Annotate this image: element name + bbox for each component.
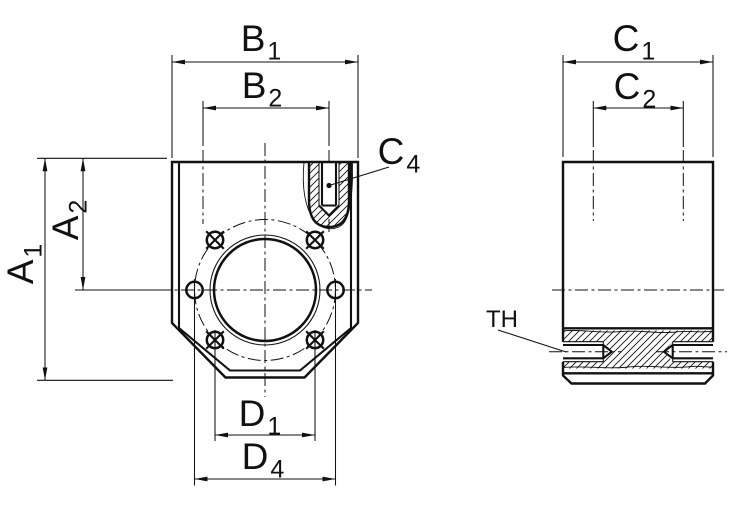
- dim-label-d4: D4: [242, 436, 285, 484]
- dimension-a1: A1: [0, 157, 173, 381]
- dim-label-d1: D1: [239, 393, 282, 441]
- dim-label-c1: C1: [613, 18, 656, 66]
- callout-th: TH: [486, 306, 567, 353]
- dim-label-b2: B2: [242, 65, 283, 113]
- dim-label-c4: C4: [378, 131, 421, 179]
- side-section: [562, 327, 714, 375]
- dimension-c2: C2: [592, 66, 684, 147]
- dimension-b2: B2: [202, 65, 330, 146]
- dim-label-c2: C2: [614, 66, 657, 114]
- c4-leader-line: [328, 166, 390, 187]
- callout-c4: C4: [326, 131, 421, 189]
- dim-label-a2: A2: [45, 200, 93, 241]
- c4-leader-dot: [326, 182, 332, 189]
- dim-label-th: TH: [486, 306, 518, 333]
- th-leader-line: [497, 329, 567, 353]
- dim-label-a1: A1: [0, 244, 48, 285]
- dimension-c1: C1: [562, 18, 714, 157]
- bolt-hole-crossed: [305, 230, 325, 250]
- dimension-a2: A2: [45, 158, 166, 291]
- side-view: C1 C2 TH: [486, 18, 727, 385]
- side-threaded-holes: [563, 341, 713, 363]
- side-view-centerlines: [549, 150, 727, 353]
- side-view-outline: [561, 160, 715, 385]
- dim-label-b1: B1: [241, 18, 282, 66]
- bolt-hole-crossed: [205, 230, 225, 250]
- front-view-outline: [170, 160, 360, 379]
- front-view: B1 B2 A1 A2 D1 D4: [0, 18, 420, 486]
- bore-circles: [209, 234, 321, 346]
- dimension-d1: D1: [214, 330, 316, 441]
- dimension-d4: D4: [193, 279, 337, 486]
- dimension-b1: B1: [171, 18, 359, 158]
- thread-pocket-c4: [302, 161, 354, 230]
